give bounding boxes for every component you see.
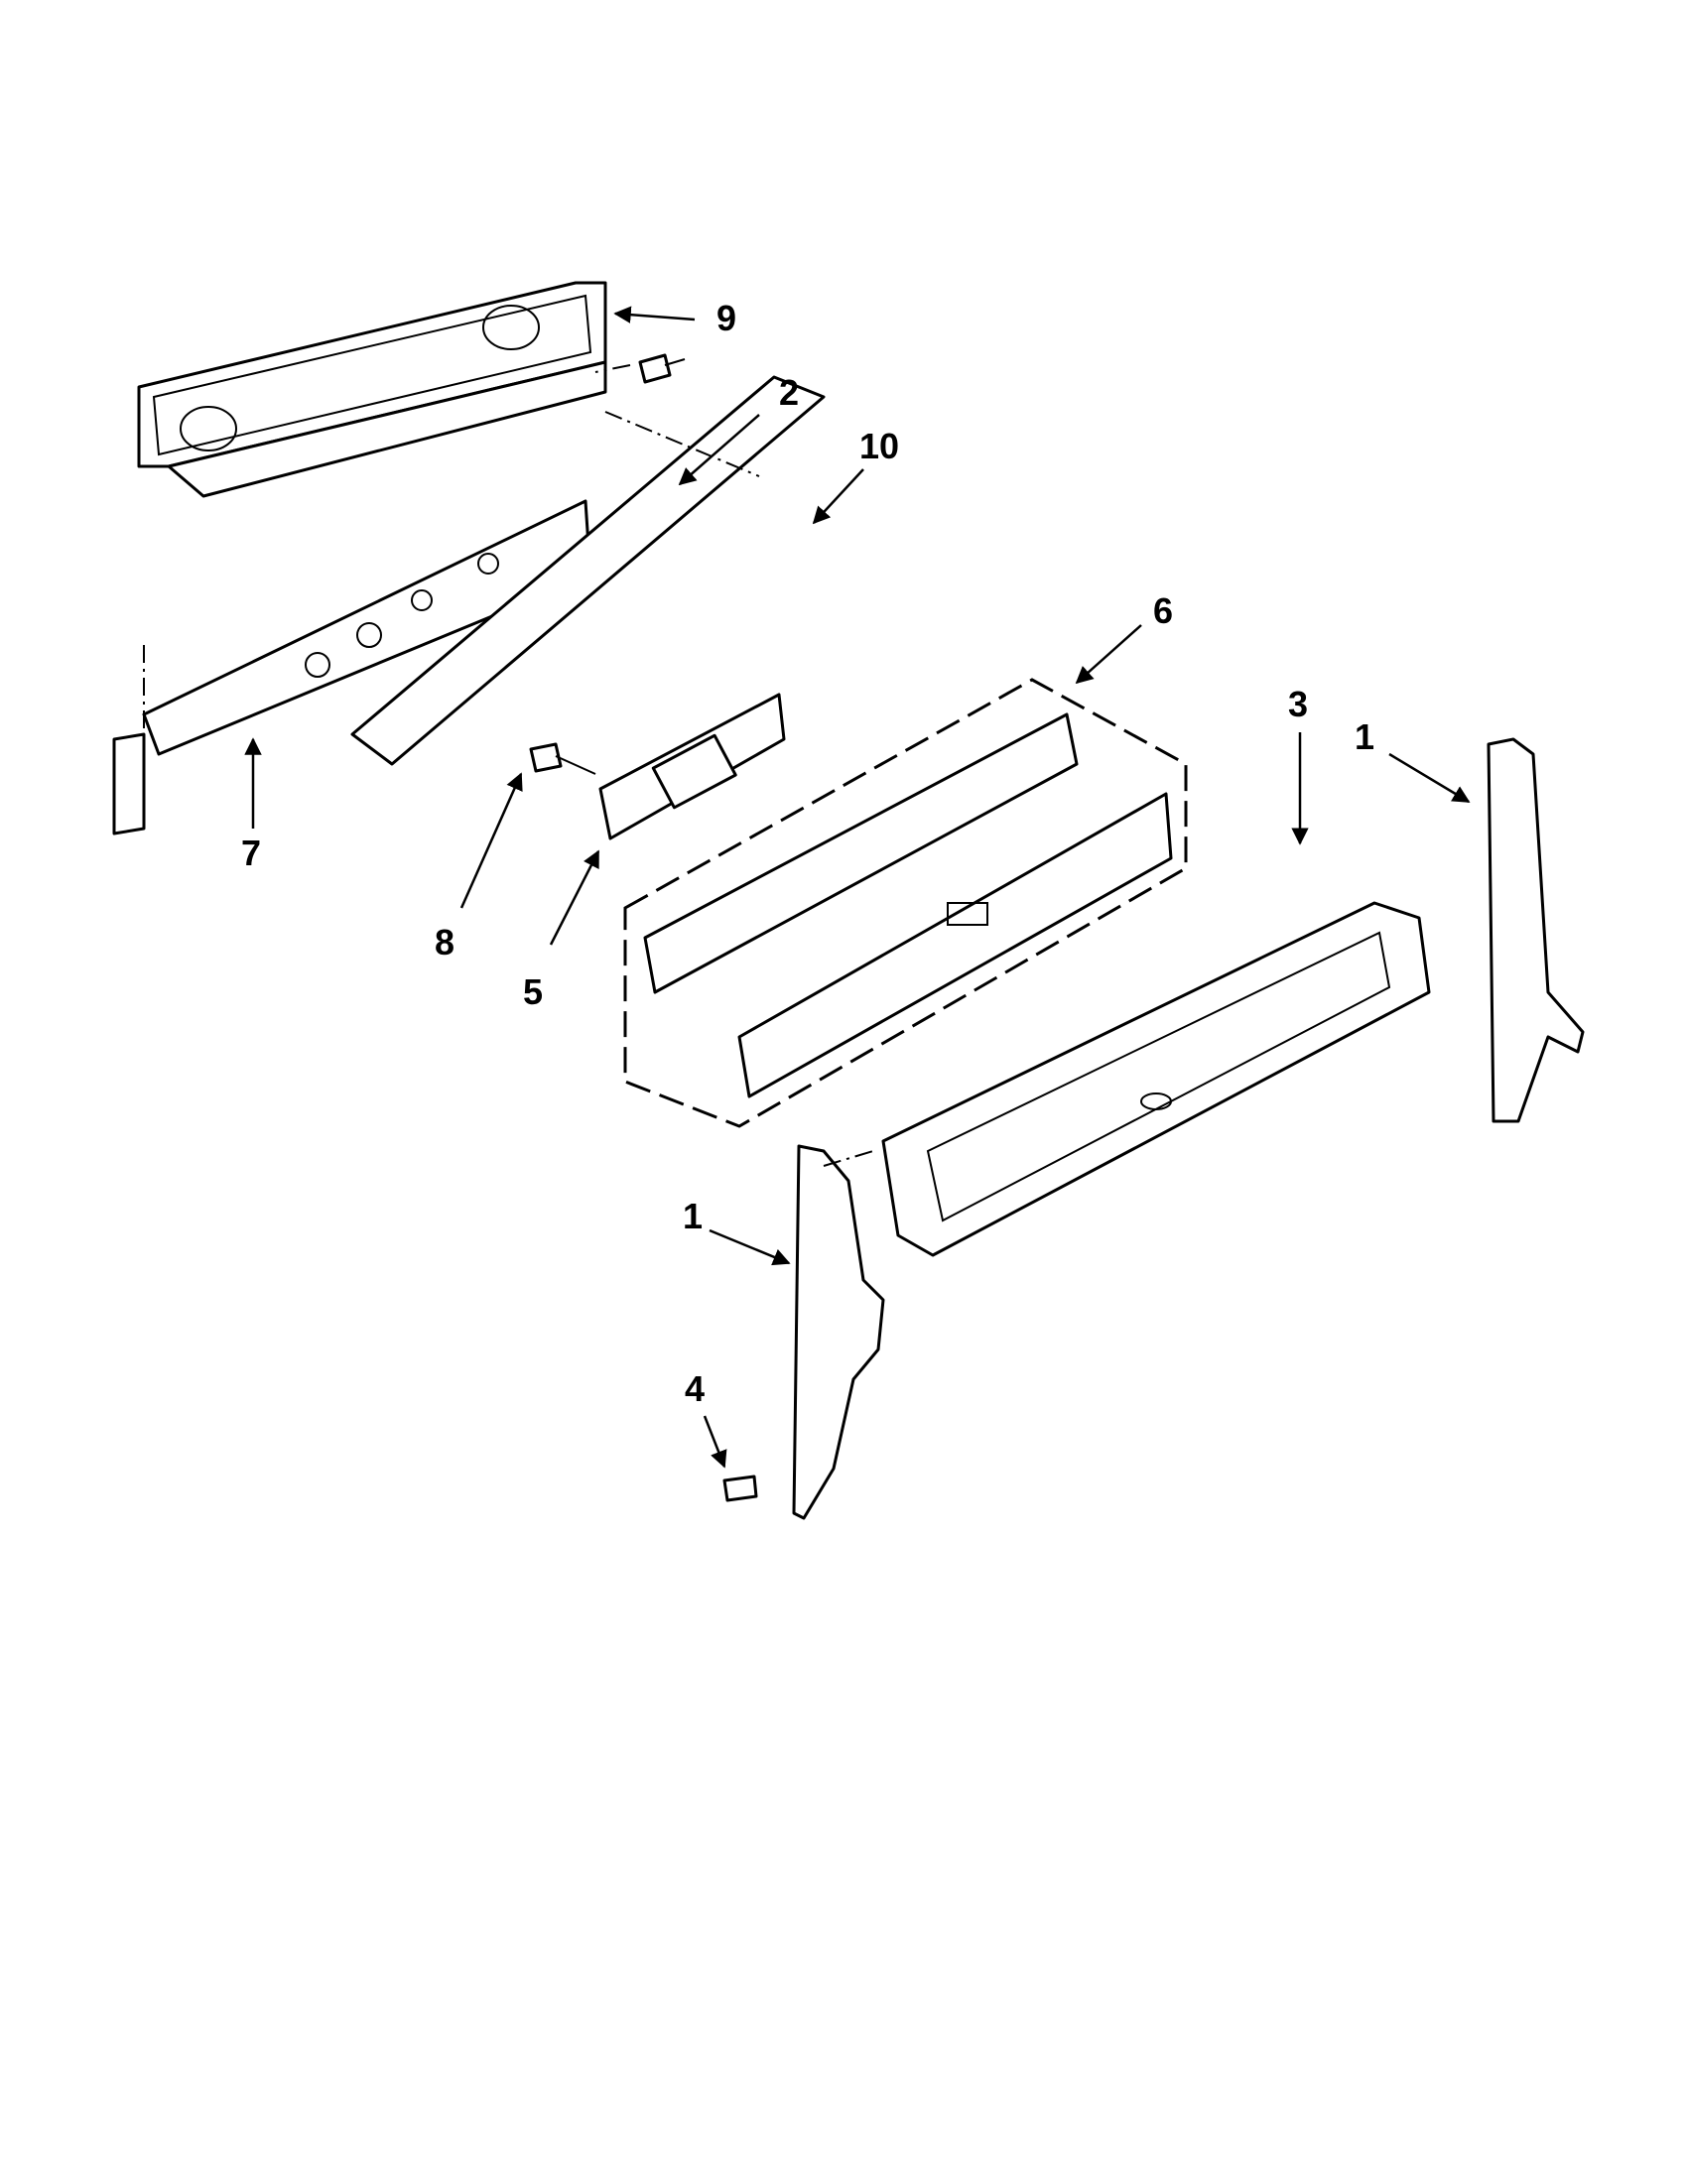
callout-4: 4 — [685, 1368, 705, 1409]
assembly-centerlines — [143, 364, 874, 1167]
callout-1-left: 1 — [683, 1196, 703, 1236]
callout-1-right: 1 — [1355, 716, 1374, 757]
part-5-control-board — [598, 693, 786, 840]
callout-3: 3 — [1288, 684, 1308, 724]
callout-9: 9 — [716, 298, 736, 338]
part-7-lower-bracket — [112, 499, 592, 835]
callout-6: 6 — [1153, 590, 1173, 631]
callout-leaders — [244, 306, 1471, 1469]
callout-labels: 9 2 10 6 3 1 7 8 5 1 4 — [241, 298, 1374, 1409]
callout-2: 2 — [779, 372, 799, 413]
part-3-control-trim — [881, 901, 1431, 1257]
part-10-insulation-sheet — [350, 375, 826, 766]
part-2-screw — [638, 353, 686, 384]
part-9-rear-bracket — [137, 281, 607, 498]
part-1-side-bracket-left — [792, 1144, 885, 1520]
callout-7: 7 — [241, 833, 261, 873]
part-6-control-panel-assembly — [623, 678, 1188, 1128]
part-8-screw — [529, 742, 596, 775]
callout-10: 10 — [859, 426, 899, 466]
part-1-side-bracket-right — [1487, 737, 1585, 1123]
callout-5: 5 — [523, 971, 543, 1012]
part-4-screw — [722, 1475, 758, 1502]
callout-8: 8 — [435, 922, 454, 963]
